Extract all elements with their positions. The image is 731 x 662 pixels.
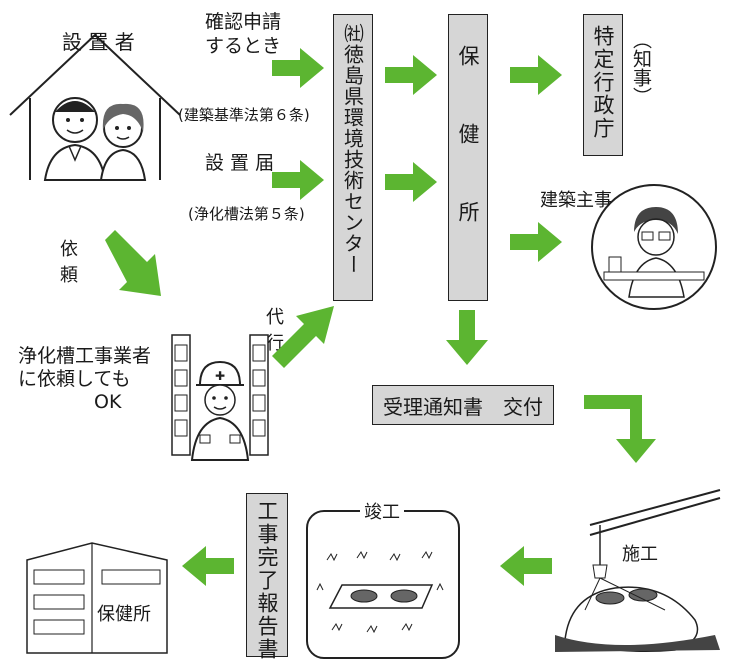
arrow-center-to-health-2 [385, 162, 437, 202]
building-law-note: (建築基準法第６条) [178, 106, 310, 124]
construction-illustration [555, 489, 721, 652]
septic-law-note: (浄化槽法第５条) [188, 205, 305, 223]
governor-office-box: 特定行政庁 [583, 14, 623, 156]
health-center-box: 保 健 所 [448, 14, 488, 301]
completion-report-label: 工事完了報告書 [255, 500, 279, 661]
building-official-illustration [591, 184, 717, 310]
arrow-install-to-center [272, 160, 324, 200]
arrow-notice-to-construction [584, 395, 656, 463]
arrow-confirm-to-center [272, 48, 324, 88]
environment-center-box: ㈳徳島県環境技術センター [333, 14, 373, 301]
completion-label: 竣工 [360, 498, 404, 524]
arrow-center-to-health-1 [385, 55, 437, 95]
health-center-building-illustration [26, 542, 168, 654]
request-label: 依 頼 [60, 239, 78, 286]
arrow-construction-to-completion [500, 546, 552, 586]
health-center-building-label: 保健所 [97, 604, 151, 625]
arrow-report-to-health-building [182, 546, 234, 586]
applicant-label: 設 置 者 [62, 30, 135, 54]
arrow-health-down-to-notice [446, 310, 488, 365]
completed-tank-illustration [316, 551, 444, 634]
construction-label: 施工 [622, 544, 658, 565]
arrow-request-down [105, 230, 161, 296]
notice-box: 受理通知書 交付 [372, 385, 554, 425]
arrow-health-to-governor [510, 55, 562, 95]
environment-center-label: ㈳徳島県環境技術センター [340, 23, 365, 275]
governor-office-label: 特定行政庁 [591, 25, 615, 140]
installation-notice-label: 設 置 届 [205, 152, 275, 174]
arrow-health-to-official [510, 222, 562, 262]
completion-report-box: 工事完了報告書 [246, 493, 288, 661]
contractor-illustration: ✚ [171, 334, 269, 461]
governor-note: ︵知事︶ [628, 30, 655, 106]
arrow-proxy-up [272, 306, 334, 368]
contractor-note: 浄化槽工事業者 に依頼しても OK [18, 345, 152, 413]
building-official-label: 建築主事 [540, 190, 612, 211]
applicant-house-illustration [9, 33, 181, 181]
confirm-application-label: 確認申請 するとき [205, 11, 282, 57]
svg-text:✚: ✚ [215, 369, 225, 383]
governor-note-text: ︵知事︶ [630, 30, 652, 106]
notice-label: 受理通知書 交付 [383, 394, 543, 419]
health-center-label: 保 健 所 [456, 45, 480, 240]
